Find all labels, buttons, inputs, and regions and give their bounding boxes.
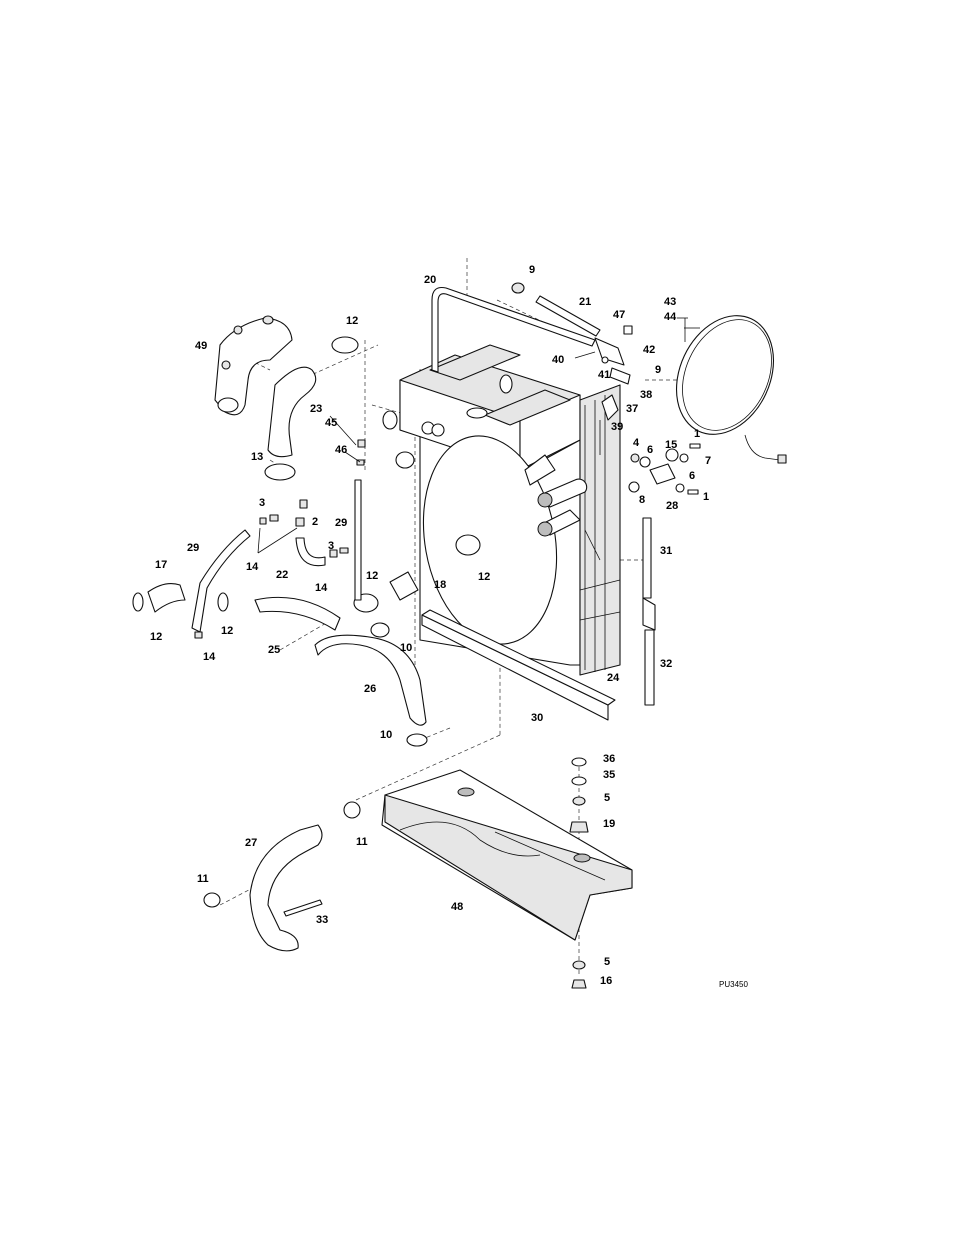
callout-42: 42	[643, 344, 655, 356]
callout-20: 20	[424, 274, 436, 286]
callout-7: 7	[705, 455, 711, 467]
callout-6: 6	[647, 444, 653, 456]
callout-41: 41	[598, 369, 610, 381]
callout-33: 33	[316, 914, 328, 926]
callout-9: 9	[529, 264, 535, 276]
callout-14b: 14	[315, 582, 328, 594]
callout-49: 49	[195, 340, 207, 352]
callout-43: 43	[664, 296, 676, 308]
callout-1b: 1	[703, 491, 709, 503]
callout-10: 10	[400, 642, 412, 654]
callout-32: 32	[660, 658, 672, 670]
callout-27: 27	[245, 837, 257, 849]
callout-37: 37	[626, 403, 638, 415]
callout-1: 1	[694, 428, 700, 440]
callout-35: 35	[603, 769, 615, 781]
callout-46: 46	[335, 444, 347, 456]
callout-6b: 6	[689, 470, 695, 482]
callout-12c: 12	[478, 571, 490, 583]
callout-17: 17	[155, 559, 167, 571]
callout-12e: 12	[221, 625, 233, 637]
callout-39: 39	[611, 421, 623, 433]
callout-18: 18	[434, 579, 446, 591]
callout-40: 40	[552, 354, 564, 366]
callout-24: 24	[607, 672, 620, 684]
callout-4: 4	[633, 437, 640, 449]
callout-12b: 12	[366, 570, 378, 582]
callout-29b: 29	[187, 542, 199, 554]
callout-48: 48	[451, 901, 463, 913]
lower-hoses	[255, 597, 426, 725]
callout-8: 8	[639, 494, 645, 506]
callout-26: 26	[364, 683, 376, 695]
callout-31: 31	[660, 545, 672, 557]
callout-22: 22	[276, 569, 288, 581]
callout-3: 3	[259, 497, 265, 509]
callout-28: 28	[666, 500, 678, 512]
callout-12d: 12	[150, 631, 162, 643]
radiator-assembly	[383, 345, 620, 675]
callout-19: 19	[603, 818, 615, 830]
callout-36: 36	[603, 753, 615, 765]
callout-11: 11	[356, 836, 368, 848]
callout-2: 2	[312, 516, 318, 528]
callout-21: 21	[579, 296, 591, 308]
base-plate	[382, 770, 632, 940]
callout-13: 13	[251, 451, 263, 463]
elbow-hose-27	[250, 825, 322, 951]
callout-9b: 9	[655, 364, 661, 376]
callout-30: 30	[531, 712, 543, 724]
callout-38: 38	[640, 389, 652, 401]
callout-15: 15	[665, 439, 677, 451]
callout-16: 16	[600, 975, 612, 987]
callout-44: 44	[664, 311, 677, 323]
callout-12: 12	[346, 315, 358, 327]
side-seals	[643, 518, 655, 705]
intake-elbow	[215, 316, 316, 457]
callout-11b: 11	[197, 873, 209, 885]
callout-10b: 10	[380, 729, 392, 741]
callout-3b: 3	[328, 540, 334, 552]
callout-5: 5	[604, 792, 610, 804]
callout-23: 23	[310, 403, 322, 415]
callout-25: 25	[268, 644, 280, 656]
callout-5b: 5	[604, 956, 610, 968]
callout-45: 45	[325, 417, 337, 429]
callout-14c: 14	[203, 651, 216, 663]
mounting-hardware	[629, 444, 700, 494]
callout-47: 47	[613, 309, 625, 321]
callout-14: 14	[246, 561, 259, 573]
fan-ring	[658, 300, 792, 463]
callout-29: 29	[335, 517, 347, 529]
drawing-reference: PU3450	[719, 980, 748, 989]
